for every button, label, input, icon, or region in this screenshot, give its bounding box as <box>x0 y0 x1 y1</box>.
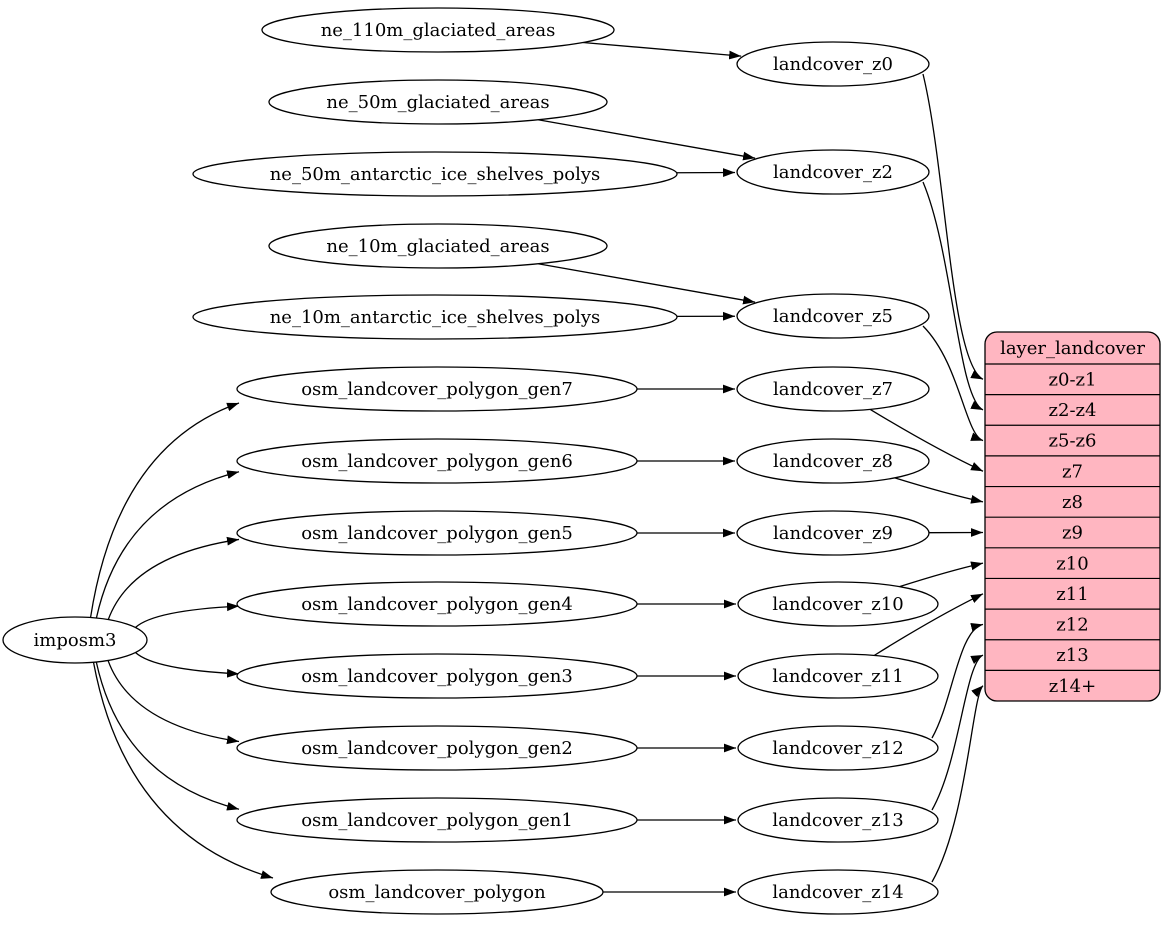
node-ne_50m_glaciated_areas: ne_50m_glaciated_areas <box>269 80 607 124</box>
node-landcover_z12: landcover_z12 <box>738 726 938 770</box>
osm_landcover_polygon_gen6-label: osm_landcover_polygon_gen6 <box>301 451 573 472</box>
ne_50m_antarctic_ice_shelves_polys-label: ne_50m_antarctic_ice_shelves_polys <box>270 164 601 185</box>
record-row-z11: z11 <box>1056 584 1088 605</box>
node-landcover_z2: landcover_z2 <box>737 150 929 194</box>
ne_110m_glaciated_areas-label: ne_110m_glaciated_areas <box>321 20 556 41</box>
node-ne_110m_glaciated_areas: ne_110m_glaciated_areas <box>262 8 614 52</box>
imposm3-label: imposm3 <box>34 630 117 651</box>
node-landcover_z5: landcover_z5 <box>737 294 929 338</box>
record-row-z7: z7 <box>1062 461 1083 482</box>
node-osm_landcover_polygon_gen6: osm_landcover_polygon_gen6 <box>237 439 637 483</box>
osm_landcover_polygon_gen2-label: osm_landcover_polygon_gen2 <box>301 738 573 759</box>
landcover_z8-label: landcover_z8 <box>773 451 893 472</box>
record-row-z10: z10 <box>1056 553 1088 574</box>
ne_50m_glaciated_areas-label: ne_50m_glaciated_areas <box>326 92 549 113</box>
node-osm_landcover_polygon_gen3: osm_landcover_polygon_gen3 <box>237 654 637 698</box>
record-row-z9: z9 <box>1062 523 1083 544</box>
osm_landcover_polygon_gen7-label: osm_landcover_polygon_gen7 <box>301 379 573 400</box>
landcover_z13-label: landcover_z13 <box>772 810 903 831</box>
node-landcover_z8: landcover_z8 <box>737 439 929 483</box>
landcover_z11-label: landcover_z11 <box>772 666 903 687</box>
landcover_z9-label: landcover_z9 <box>773 523 893 544</box>
landcover_z5-label: landcover_z5 <box>773 306 893 327</box>
node-osm_landcover_polygon_gen2: osm_landcover_polygon_gen2 <box>237 726 637 770</box>
node-landcover_z14: landcover_z14 <box>738 870 938 914</box>
node-osm_landcover_polygon: osm_landcover_polygon <box>271 870 603 914</box>
node-ne_10m_antarctic_ice_shelves_polys: ne_10m_antarctic_ice_shelves_polys <box>193 295 677 339</box>
node-landcover_z0: landcover_z0 <box>737 42 929 86</box>
record-layer_landcover: layer_landcover z0-z1 z2-z4 z5-z6 z7 z8 z9 z10 z… <box>985 332 1160 701</box>
record-row-z12: z12 <box>1056 615 1088 636</box>
node-ne_50m_antarctic_ice_shelves_polys: ne_50m_antarctic_ice_shelves_polys <box>193 152 677 196</box>
landcover_z14-label: landcover_z14 <box>772 882 903 903</box>
osm_landcover_polygon_gen1-label: osm_landcover_polygon_gen1 <box>301 810 573 831</box>
node-osm_landcover_polygon_gen1: osm_landcover_polygon_gen1 <box>237 798 637 842</box>
landcover_z0-label: landcover_z0 <box>773 54 893 75</box>
record-row-z2-z4: z2-z4 <box>1049 400 1097 421</box>
record-title: layer_landcover <box>1000 338 1145 359</box>
node-landcover_z10: landcover_z10 <box>738 582 938 626</box>
node-landcover_z13: landcover_z13 <box>738 798 938 842</box>
node-osm_landcover_polygon_gen5: osm_landcover_polygon_gen5 <box>237 511 637 555</box>
record-row-z8: z8 <box>1062 492 1083 513</box>
record-row-z0-z1: z0-z1 <box>1049 369 1097 390</box>
record-row-z13: z13 <box>1056 645 1088 666</box>
node-imposm3: imposm3 <box>3 617 147 663</box>
ne_10m_antarctic_ice_shelves_polys-label: ne_10m_antarctic_ice_shelves_polys <box>270 307 601 328</box>
osm_landcover_polygon_gen4-label: osm_landcover_polygon_gen4 <box>301 594 573 615</box>
osm_landcover_polygon_gen5-label: osm_landcover_polygon_gen5 <box>301 523 573 544</box>
node-osm_landcover_polygon_gen7: osm_landcover_polygon_gen7 <box>237 367 637 411</box>
node-landcover_z7: landcover_z7 <box>737 367 929 411</box>
record-row-z14+: z14+ <box>1049 676 1096 697</box>
landcover_z2-label: landcover_z2 <box>773 162 893 183</box>
osm_landcover_polygon-label: osm_landcover_polygon <box>328 882 546 903</box>
landcover_z10-label: landcover_z10 <box>772 594 903 615</box>
node-osm_landcover_polygon_gen4: osm_landcover_polygon_gen4 <box>237 582 637 626</box>
node-landcover_z11: landcover_z11 <box>738 654 938 698</box>
node-landcover_z9: landcover_z9 <box>737 511 929 555</box>
ne_10m_glaciated_areas-label: ne_10m_glaciated_areas <box>326 236 549 257</box>
osm_landcover_polygon_gen3-label: osm_landcover_polygon_gen3 <box>301 666 573 687</box>
node-ne_10m_glaciated_areas: ne_10m_glaciated_areas <box>269 224 607 268</box>
record-row-z5-z6: z5-z6 <box>1049 431 1097 452</box>
landcover_z7-label: landcover_z7 <box>773 379 893 400</box>
landcover_z12-label: landcover_z12 <box>772 738 903 759</box>
